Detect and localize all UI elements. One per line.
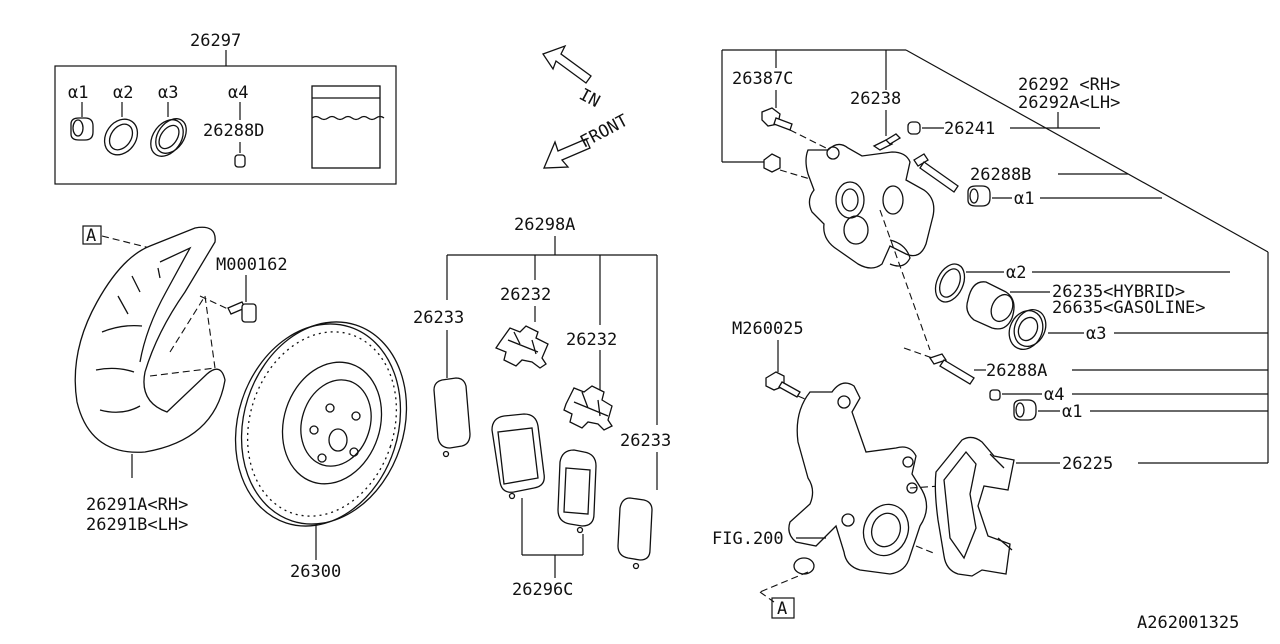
piston-icon[interactable] xyxy=(966,281,1017,330)
label-26300[interactable]: 26300 xyxy=(290,562,341,582)
bushing-a4-icon[interactable] xyxy=(234,154,246,168)
caliper-support-bracket-icon[interactable] xyxy=(934,436,1015,577)
label-kit-a1[interactable]: α1 xyxy=(68,83,88,103)
label-m000162[interactable]: M000162 xyxy=(216,255,288,275)
label-26233-2[interactable]: 26233 xyxy=(620,431,671,451)
label-26232-1[interactable]: 26232 xyxy=(500,285,551,305)
label-26291a[interactable]: 26291A<RH> xyxy=(86,495,188,515)
piston-seal-a2-icon[interactable] xyxy=(98,113,144,161)
label-26225[interactable]: 26225 xyxy=(1062,454,1113,474)
pad-shim-left-icon[interactable] xyxy=(433,377,471,458)
knuckle-bolt-icon[interactable] xyxy=(765,371,801,398)
label-26635-gasoline[interactable]: 26635<GASOLINE> xyxy=(1052,298,1206,318)
pad-clip-2-icon[interactable] xyxy=(563,385,613,431)
label-boot-a1-lower[interactable]: α1 xyxy=(1062,402,1082,422)
label-boot-a1[interactable]: α1 xyxy=(1014,189,1034,209)
label-26288a[interactable]: 26288A xyxy=(986,361,1047,381)
boot-a1-icon[interactable] xyxy=(70,117,94,141)
label-26232-2[interactable]: 26232 xyxy=(566,330,617,350)
bleeder-cap-icon[interactable] xyxy=(907,121,921,135)
caliper-bolt-top-icon[interactable] xyxy=(761,107,793,131)
pad-shim-right-icon[interactable] xyxy=(617,497,653,570)
label-fig-200[interactable]: FIG.200 xyxy=(712,529,784,549)
callout-a-left: A xyxy=(86,226,96,246)
label-26241[interactable]: 26241 xyxy=(944,119,995,139)
caliper-body-icon[interactable] xyxy=(805,143,935,269)
caliper-bolt-lower-icon[interactable] xyxy=(763,153,781,173)
label-26298a[interactable]: 26298A xyxy=(514,215,575,235)
in-arrow-icon xyxy=(542,44,592,84)
label-bushing-a4[interactable]: α4 xyxy=(1044,385,1064,405)
label-26235-hybrid[interactable]: 26235<HYBRID> xyxy=(1052,282,1185,302)
label-26297[interactable]: 26297 xyxy=(190,31,241,51)
label-26233-1[interactable]: 26233 xyxy=(413,308,464,328)
label-kit-a2[interactable]: α2 xyxy=(113,83,133,103)
steering-knuckle-icon[interactable] xyxy=(788,382,928,575)
label-26387c[interactable]: 26387C xyxy=(732,69,793,89)
dust-seal-a3-assembly-icon[interactable] xyxy=(1003,304,1052,354)
callout-a-box-left xyxy=(82,225,102,245)
direction-in-label: IN xyxy=(576,85,603,112)
bushing-a4-assembly-icon[interactable] xyxy=(989,389,1001,401)
label-seal-a2[interactable]: α2 xyxy=(1006,263,1026,283)
dust-seal-a3-icon[interactable] xyxy=(144,113,192,162)
label-kit-a3[interactable]: α3 xyxy=(158,83,178,103)
piston-seal-a2-assembly-icon[interactable] xyxy=(930,259,970,306)
callout-a-right: A xyxy=(777,599,787,619)
front-arrow-icon xyxy=(543,138,591,169)
label-26238[interactable]: 26238 xyxy=(850,89,901,109)
backing-plate-icon[interactable] xyxy=(74,226,226,453)
pad-clip-1-icon[interactable] xyxy=(495,325,549,369)
brake-pad-left-icon[interactable] xyxy=(491,413,545,500)
guide-pin-b-icon[interactable] xyxy=(913,153,959,193)
direction-front-label: FRONT xyxy=(577,111,632,153)
callout-a-box-right xyxy=(771,597,795,619)
backing-plate-bolt-icon[interactable] xyxy=(227,301,257,323)
brake-pad-right-icon[interactable] xyxy=(557,449,597,534)
label-seal-a3[interactable]: α3 xyxy=(1086,324,1106,344)
label-26288b[interactable]: 26288B xyxy=(970,165,1031,185)
label-m260025[interactable]: M260025 xyxy=(732,319,804,339)
seal-kit-box xyxy=(54,65,397,185)
grease-pack-icon[interactable] xyxy=(311,85,385,169)
boot-a1-top-icon[interactable] xyxy=(967,185,991,207)
boot-a1-lower-icon[interactable] xyxy=(1013,399,1037,421)
label-26292-rh[interactable]: 26292 <RH> xyxy=(1018,75,1120,95)
label-26288d[interactable]: 26288D xyxy=(203,121,264,141)
diagram-id: A262001325 xyxy=(1137,613,1239,633)
disc-rotor-icon[interactable] xyxy=(210,300,432,547)
label-26296c[interactable]: 26296C xyxy=(512,580,573,600)
guide-pin-a-icon[interactable] xyxy=(928,353,975,385)
label-kit-a4[interactable]: α4 xyxy=(228,83,248,103)
bleeder-screw-icon[interactable] xyxy=(872,133,902,151)
label-26291b[interactable]: 26291B<LH> xyxy=(86,515,188,535)
label-26292a-lh[interactable]: 26292A<LH> xyxy=(1018,93,1120,113)
